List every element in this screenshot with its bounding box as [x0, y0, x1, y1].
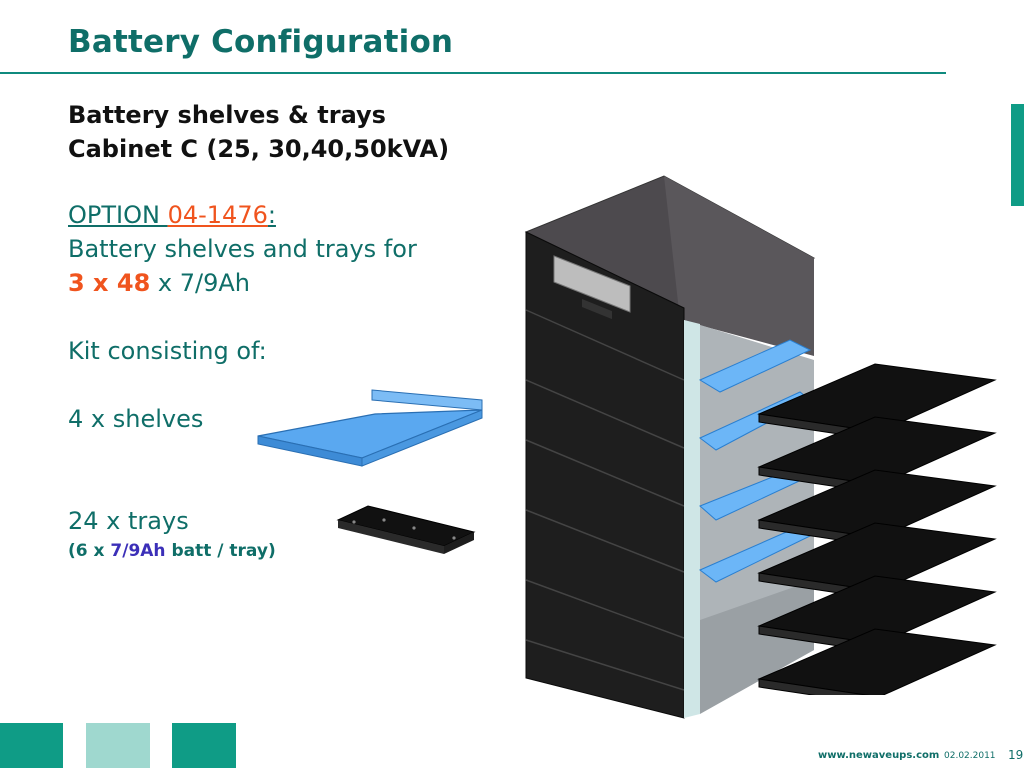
option-colon: :: [267, 201, 276, 229]
trays-note-pre: (6 x: [68, 541, 111, 561]
tray-stack-illustration: [757, 363, 997, 695]
subtitle: Battery shelves & trays Cabinet C (25, 3…: [68, 98, 449, 166]
description-line: Battery shelves and trays for: [68, 235, 417, 263]
tray-illustration: [336, 505, 476, 554]
footer-date: 02.02.2011: [944, 751, 996, 761]
footer-square-1: [0, 723, 63, 768]
slide-title: Battery Configuration: [68, 24, 454, 60]
spacer: [68, 470, 417, 504]
page-number: 19: [1008, 748, 1024, 762]
trays-note: (6 x 7/9Ah batt / tray): [68, 538, 417, 564]
spacer: [68, 300, 417, 334]
trays-note-post: batt / tray): [165, 541, 276, 561]
footer-square-3: [172, 723, 236, 768]
footer-url[interactable]: www.newaveups.com: [818, 750, 940, 761]
shelf-illustration: [257, 389, 483, 467]
subtitle-line-1: Battery shelves & trays: [68, 101, 386, 129]
quantity-line: 3 x 48 x 7/9Ah: [68, 266, 417, 300]
stacked-tray-edge: [758, 678, 870, 695]
kit-label: Kit consisting of:: [68, 337, 267, 365]
content-text: OPTION 04-1476: Battery shelves and tray…: [68, 198, 417, 564]
quantity-bold: 3 x 48: [68, 269, 151, 297]
quantity-rest: x 7/9Ah: [150, 269, 251, 297]
option-label: OPTION: [68, 201, 168, 229]
subtitle-line-2: Cabinet C (25, 30,40,50kVA): [68, 135, 450, 163]
shelves-line: 4 x shelves: [68, 405, 204, 433]
option-line: OPTION 04-1476:: [68, 198, 417, 232]
trays-line: 24 x trays: [68, 507, 189, 535]
title-divider: [0, 72, 946, 74]
trays-note-highlight: 7/9Ah: [110, 541, 166, 561]
side-accent-bar: [1011, 104, 1024, 206]
option-code: 04-1476: [167, 201, 268, 229]
footer-square-2: [86, 723, 150, 768]
